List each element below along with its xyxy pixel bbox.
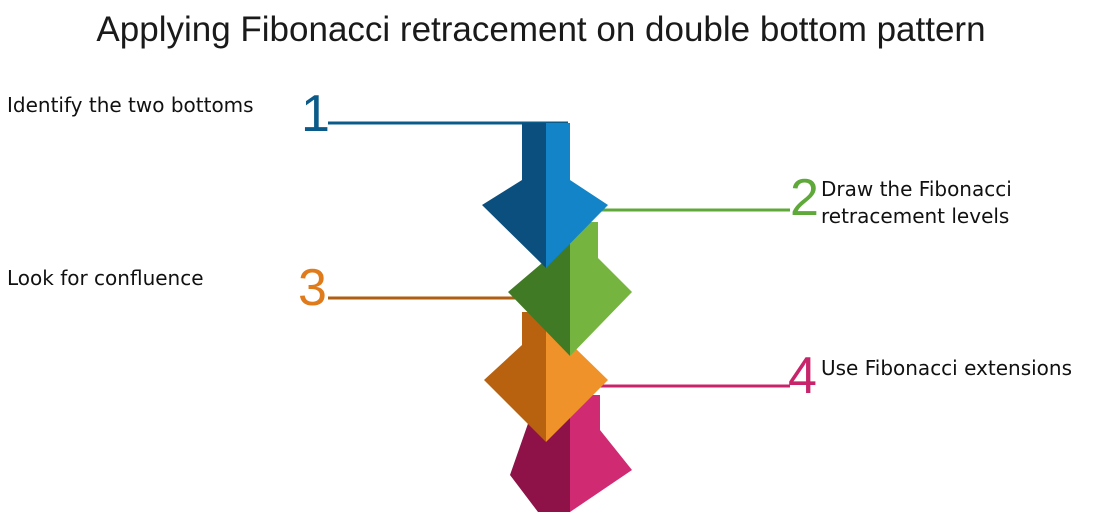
step-2-label: Draw the Fibonacci retracement levels bbox=[821, 177, 1012, 228]
step-3-label: Look for confluence bbox=[7, 266, 204, 290]
step-2-number: 2 bbox=[790, 169, 819, 227]
arrow-1 bbox=[482, 123, 608, 268]
step-4-number: 4 bbox=[788, 347, 817, 405]
page-title: Applying Fibonacci retracement on double… bbox=[96, 10, 986, 49]
step-3-number: 3 bbox=[298, 259, 327, 317]
step-1-label: Identify the two bottoms bbox=[7, 93, 254, 117]
step-1-number: 1 bbox=[301, 85, 330, 143]
step-4-label: Use Fibonacci extensions bbox=[821, 356, 1073, 380]
